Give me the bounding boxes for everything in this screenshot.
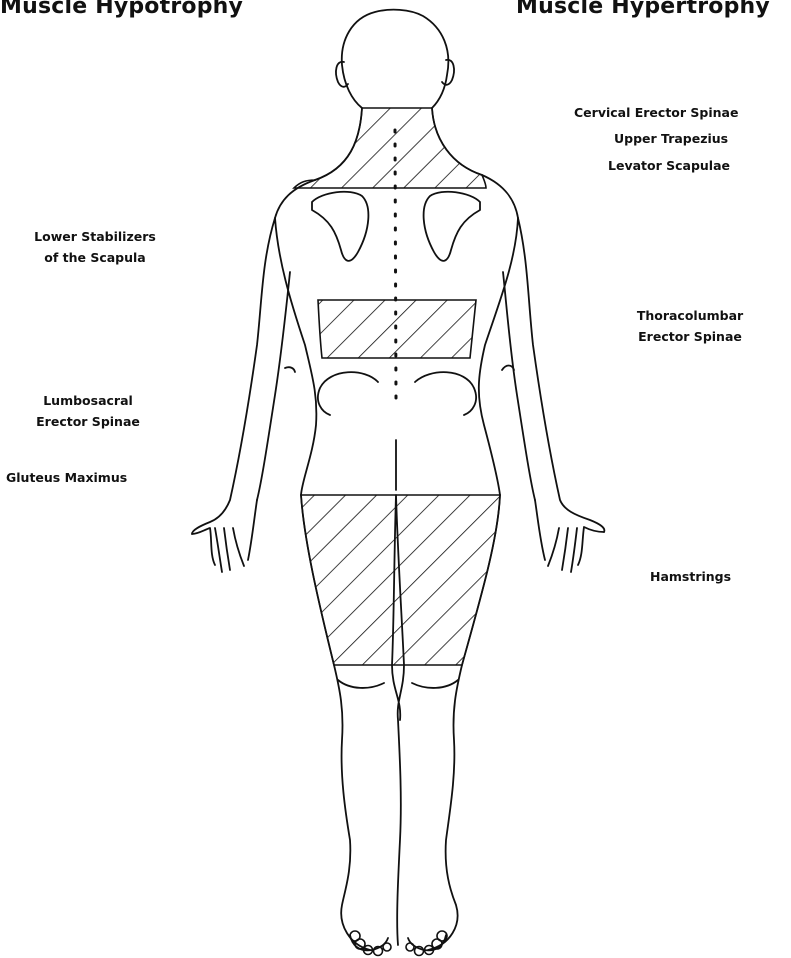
head-outline (342, 10, 449, 108)
right-gluteal-curve (415, 372, 476, 415)
hatch-region-thoracolumbar (318, 300, 476, 358)
left-gluteal-curve (318, 372, 378, 415)
left-arm-outer (192, 218, 275, 534)
left-arm-inner (257, 272, 290, 500)
right-elbow-mark (502, 366, 514, 371)
hatch-region-neck (294, 108, 486, 188)
hatch-region-hamstrings (301, 495, 500, 665)
right-shoulder (482, 175, 518, 218)
right-scapula (424, 192, 480, 261)
left-scapula (312, 192, 368, 261)
right-knee-back (412, 680, 458, 688)
left-knee-back (338, 680, 384, 688)
left-elbow-mark (285, 367, 295, 372)
